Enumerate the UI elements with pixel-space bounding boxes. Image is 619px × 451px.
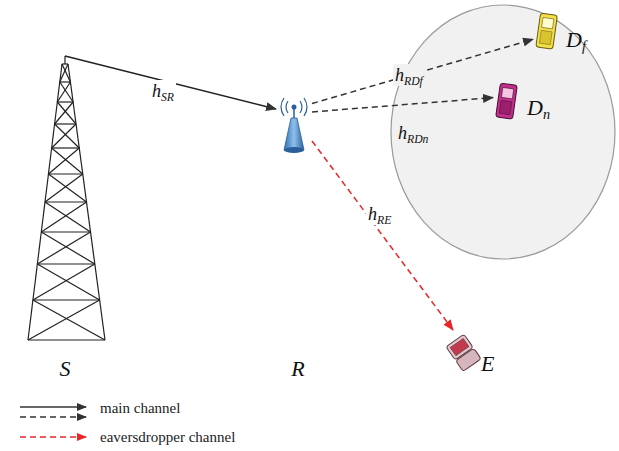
channel-arrow — [312, 141, 453, 330]
phone-dn — [496, 83, 518, 119]
node-group: Dn — [493, 80, 559, 124]
math-subscript: RDn — [407, 133, 428, 146]
tower-strut — [52, 147, 80, 148]
channel-arrow — [312, 98, 493, 112]
channel-arrow — [65, 56, 276, 109]
tower-strut — [55, 102, 73, 124]
math-symbol: D — [566, 27, 582, 52]
tower-strut — [57, 102, 76, 124]
tower-strut — [52, 148, 83, 174]
channel-label: hRDf — [393, 64, 425, 86]
node-group: S — [18, 56, 113, 385]
phone-df — [536, 13, 558, 49]
tower-strut — [48, 173, 82, 174]
tower-strut — [33, 264, 95, 300]
math-symbol: D — [527, 95, 543, 120]
math-symbol: R — [291, 356, 304, 381]
tower-strut — [33, 300, 105, 340]
node-label: S — [60, 356, 71, 382]
tower-strut — [60, 64, 68, 82]
tower-strut — [45, 201, 87, 202]
channel-arrow — [312, 39, 533, 103]
tower-strut — [60, 82, 73, 102]
math-subscript: f — [582, 38, 586, 54]
node-label: Df — [566, 27, 586, 53]
destination-region — [391, 5, 615, 259]
node-group: R — [276, 96, 312, 386]
tower-strut — [45, 174, 83, 202]
math-symbol: h — [395, 65, 404, 85]
node-label: R — [291, 356, 304, 382]
tower-strut — [48, 148, 79, 174]
tower-strut — [37, 264, 99, 300]
math-symbol: h — [152, 81, 161, 101]
tower-strut — [41, 202, 86, 232]
tower-strut — [55, 123, 76, 124]
tower-strut — [52, 124, 76, 148]
tower-strut — [41, 231, 90, 232]
channel-label: hSR — [150, 80, 176, 102]
relay-antenna — [281, 98, 307, 153]
tower-strut — [45, 202, 91, 232]
legend-text: main channel — [100, 399, 180, 417]
math-symbol: h — [398, 123, 407, 143]
channel-label: hRE — [366, 203, 393, 225]
math-symbol: S — [60, 356, 71, 381]
tower-symbol — [28, 56, 105, 340]
channel-label: hRDn — [396, 122, 430, 144]
node-group: Df — [533, 12, 595, 56]
tower-strut — [28, 300, 100, 340]
node-group: E — [444, 330, 504, 380]
math-subscript: SR — [161, 91, 174, 104]
legend-text: eaversdropper channel — [100, 428, 235, 446]
tower-strut — [28, 339, 105, 340]
tower-strut — [41, 232, 95, 264]
math-subscript: n — [543, 106, 550, 122]
math-subscript: RE — [377, 214, 391, 227]
tower-strut — [37, 232, 90, 264]
tower-strut — [62, 63, 68, 64]
phone-eve — [446, 334, 481, 371]
tower-strut — [57, 101, 73, 102]
tower-strut — [55, 124, 80, 148]
math-symbol: E — [481, 351, 494, 376]
tower-strut — [48, 174, 86, 202]
node-label: E — [481, 351, 494, 377]
tower-strut — [57, 82, 70, 102]
tower-strut — [37, 263, 94, 264]
math-subscript: RDf — [404, 75, 423, 88]
math-symbol: h — [368, 204, 377, 224]
node-label: Dn — [527, 95, 550, 121]
tower-strut — [64, 56, 65, 64]
tower-strut — [60, 81, 71, 82]
tower-strut — [33, 299, 100, 300]
legend-samples — [20, 407, 86, 437]
